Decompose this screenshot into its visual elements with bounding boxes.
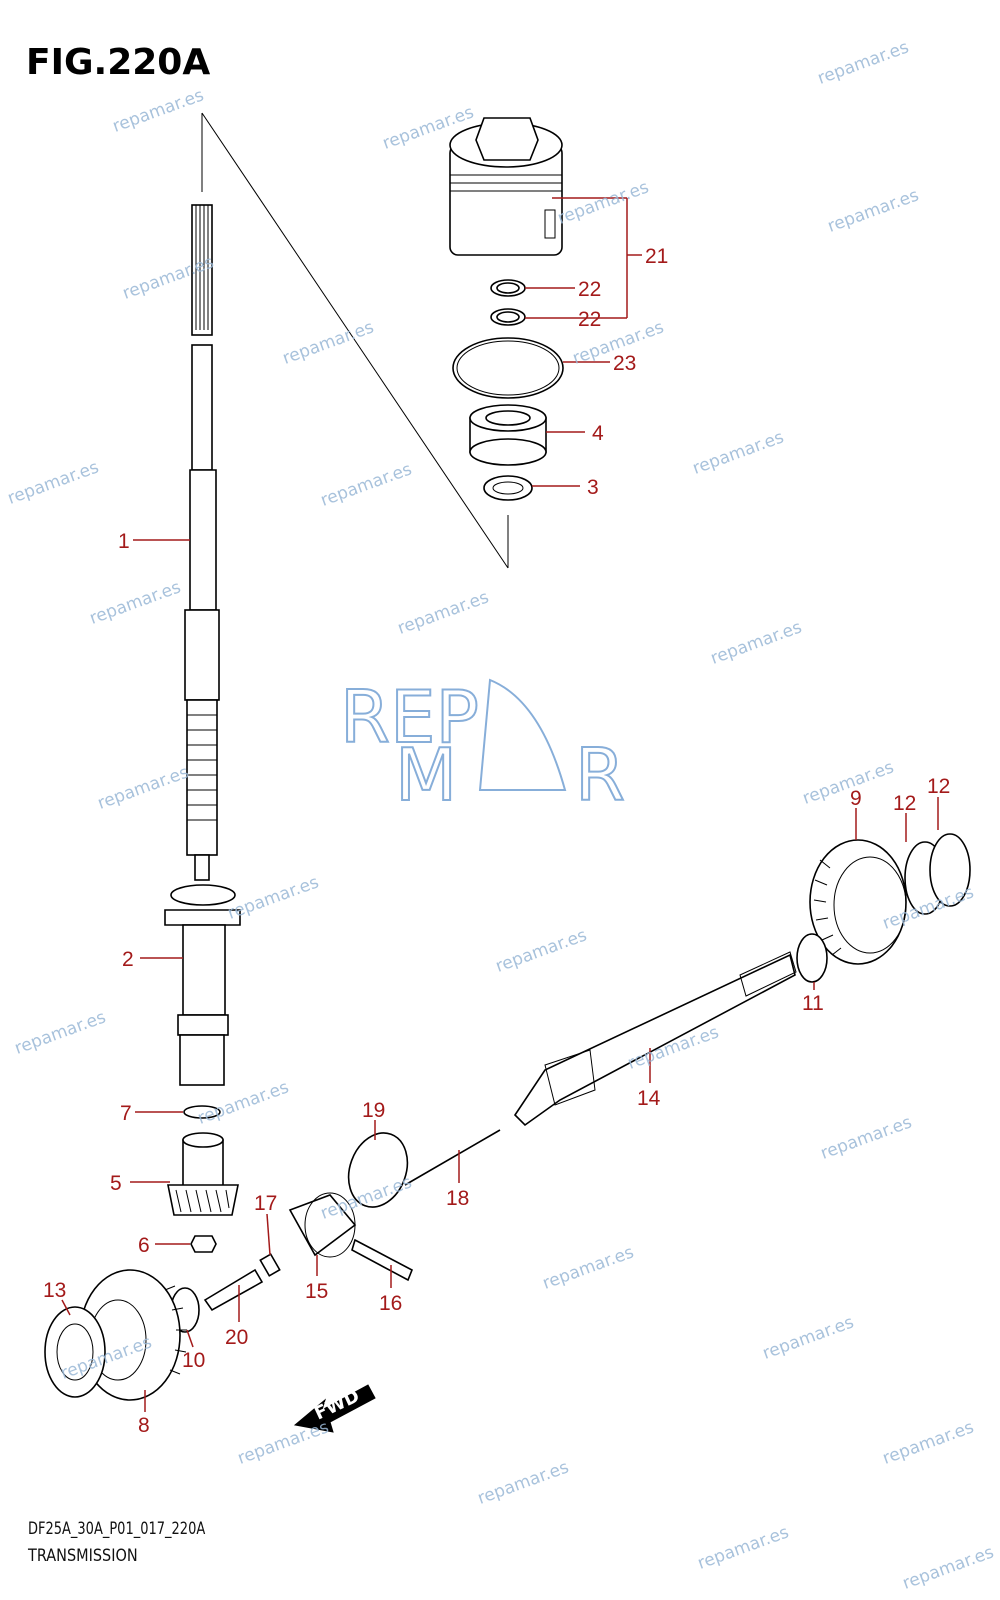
- shift-spring: [404, 1129, 501, 1186]
- callout-11: 11: [802, 992, 824, 1015]
- bearing-housing: [449, 117, 563, 256]
- shim-11: [796, 933, 828, 983]
- callout-12a: 12: [893, 792, 916, 815]
- thrust-washer: [44, 1306, 106, 1398]
- callout-9: 9: [850, 787, 862, 810]
- o-ring: [452, 337, 564, 399]
- callout-16: 16: [379, 1292, 402, 1315]
- repamar-logo: REP M R: [339, 674, 626, 818]
- pinion-gear: [167, 1132, 239, 1216]
- sail-icon: [478, 678, 567, 791]
- logo-text-r: R: [575, 733, 625, 817]
- circlip: [483, 475, 533, 501]
- callout-2: 2: [122, 948, 134, 971]
- callout-7: 7: [120, 1102, 132, 1125]
- pinion-nut: [190, 1235, 217, 1253]
- callout-20: 20: [225, 1326, 248, 1349]
- callout-22b: 22: [578, 308, 601, 331]
- shim-12b: [929, 833, 971, 907]
- clutch-pin: [351, 1238, 414, 1282]
- callout-14: 14: [637, 1087, 661, 1110]
- callout-23: 23: [613, 352, 636, 375]
- callout-3: 3: [587, 476, 599, 499]
- drive-shaft: [184, 204, 220, 881]
- callout-1: 1: [118, 530, 130, 553]
- propeller-shaft: [513, 951, 797, 1127]
- callout-5: 5: [110, 1172, 122, 1195]
- forward-gear: [809, 839, 907, 965]
- callout-13: 13: [43, 1279, 66, 1302]
- bearing: [469, 404, 547, 466]
- figure-name: TRANSMISSION: [28, 1546, 138, 1566]
- clutch-ring: [347, 1132, 409, 1208]
- logo-text-m: M: [395, 733, 457, 817]
- callout-19: 19: [362, 1099, 385, 1122]
- shaft-sleeve: [164, 884, 241, 1086]
- callout-4: 4: [592, 422, 604, 445]
- callout-8: 8: [138, 1414, 150, 1437]
- washer-7: [183, 1105, 221, 1119]
- callout-22a: 22: [578, 278, 601, 301]
- callout-17: 17: [254, 1192, 277, 1215]
- leader-lines: [61, 197, 939, 1412]
- callout-21: 21: [645, 245, 668, 268]
- callout-12b: 12: [927, 775, 950, 798]
- callout-10: 10: [182, 1349, 205, 1372]
- push-rod: [203, 1268, 264, 1312]
- callouts: 1 2 3 4 5 6 7 8 9 10 11 12 12 13 14 15 1…: [43, 245, 950, 1437]
- figure-title: FIG.220A: [26, 42, 211, 83]
- pin-17: [259, 1253, 281, 1277]
- callout-15: 15: [305, 1280, 328, 1303]
- callout-6: 6: [138, 1234, 150, 1257]
- figure-code: DF25A_30A_P01_017_220A: [28, 1519, 206, 1539]
- logo-text-top: REP: [340, 675, 479, 759]
- callout-18: 18: [446, 1187, 469, 1210]
- clutch-dog: [288, 1192, 357, 1258]
